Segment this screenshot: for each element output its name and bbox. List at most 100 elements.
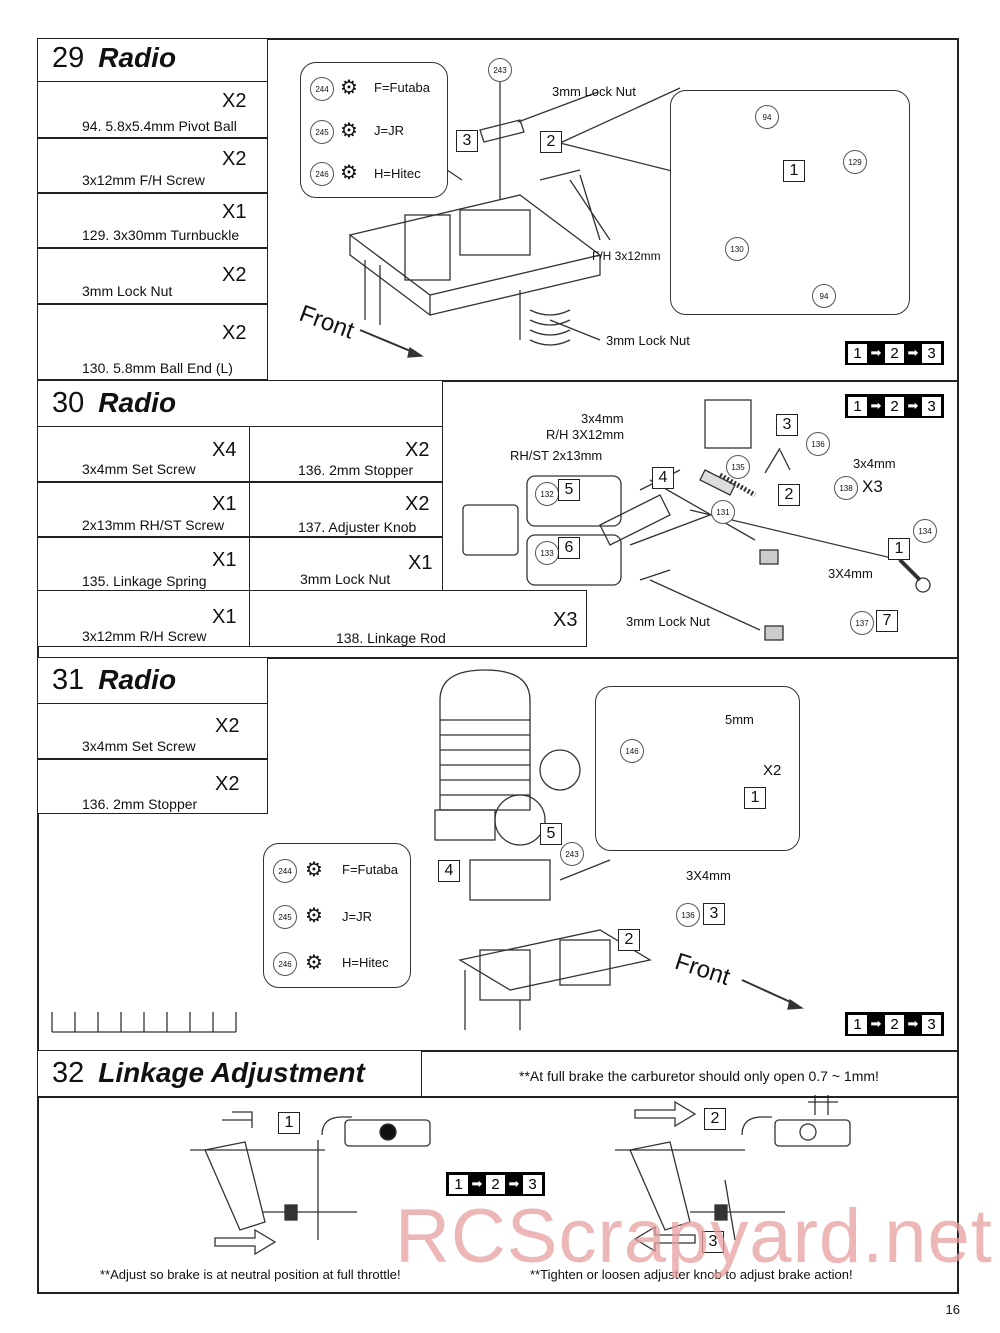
sec31-part-qty: X2 <box>215 715 240 737</box>
sec31-title: 31 Radio <box>52 664 176 697</box>
step-box: 1 <box>278 1112 300 1134</box>
arrow-right-icon: ➡ <box>870 1016 882 1031</box>
sec30-part-qty: X1 <box>212 493 237 515</box>
horn-icon: ⚙ <box>305 905 323 927</box>
step-box: 3 <box>776 414 798 436</box>
sec29-detail-callout <box>670 90 910 315</box>
sec30-part-qty: X2 <box>405 493 430 515</box>
seq-step: 1 <box>449 1174 468 1194</box>
sec29-part-qty: X2 <box>222 264 247 286</box>
sec30-part-label: 136. 2mm Stopper <box>298 462 414 478</box>
ref-circle: 134 <box>913 519 937 543</box>
step-sequence: 1➡ 2➡ 3 <box>446 1172 545 1196</box>
sec29-name: Radio <box>98 42 177 73</box>
step-box: 5 <box>540 823 562 845</box>
step-box: 4 <box>438 860 460 882</box>
divider <box>37 303 268 305</box>
sec30-title-box <box>37 380 443 427</box>
sec31-title-box <box>37 657 268 704</box>
divider <box>37 758 268 760</box>
ref-circle: 136 <box>676 903 700 927</box>
sec29-part-qty: X1 <box>222 201 247 223</box>
sec30-part-qty: X1 <box>212 606 237 628</box>
arrow-right-icon: ➡ <box>508 1176 520 1191</box>
ref-circle: 131 <box>711 500 735 524</box>
step-box: 3 <box>702 1231 724 1253</box>
sec31-part-qty: X2 <box>215 773 240 795</box>
sec31-pliers-callout <box>595 686 800 851</box>
ref-circle: 130 <box>725 237 749 261</box>
seq-step: 3 <box>922 1014 941 1034</box>
callout-rh-screw: R/H 3X12mm <box>546 427 625 442</box>
horn-label: H=Hitec <box>374 166 421 181</box>
arrow-right-icon: ➡ <box>907 398 919 413</box>
ref-circle: 243 <box>560 842 584 866</box>
seq-step: 2 <box>486 1174 505 1194</box>
ref-circle: 246 <box>273 952 297 976</box>
callout-setscrew: 3x4mm <box>853 456 896 471</box>
seq-step: 3 <box>922 396 941 416</box>
callout-lock-nut: 3mm Lock Nut <box>626 614 710 629</box>
sec29-part-label: 130. 5.8mm Ball End (L) <box>82 360 233 376</box>
arrow-right-icon: ➡ <box>907 345 919 360</box>
arrow-right-icon: ➡ <box>870 398 882 413</box>
sec30-name: Radio <box>98 387 177 418</box>
sec32-name: Linkage Adjustment <box>98 1057 365 1088</box>
ref-circle: 246 <box>310 162 334 186</box>
callout-bend: 5mm <box>725 712 754 727</box>
sec30-parts-panel <box>37 426 443 591</box>
sec30-part-label: 3x12mm R/H Screw <box>82 628 207 644</box>
seq-step: 1 <box>848 343 867 363</box>
watermark: RCScrapyard.net <box>395 1194 993 1279</box>
callout-rhst-screw: RH/ST 2x13mm <box>510 448 603 463</box>
step-sequence: 1➡ 2➡ 3 <box>845 1012 944 1036</box>
divider <box>37 1096 959 1098</box>
seq-step: 2 <box>885 343 904 363</box>
horn-icon: ⚙ <box>340 120 358 142</box>
divider <box>37 481 443 483</box>
horn-icon: ⚙ <box>340 162 358 184</box>
step-box: 2 <box>704 1108 726 1130</box>
sec30-part-label: 3mm Lock Nut <box>300 571 391 587</box>
sec30-parts-rod <box>37 590 587 647</box>
note-neutral: **Adjust so brake is at neutral position… <box>100 1267 401 1282</box>
seq-step: 2 <box>885 396 904 416</box>
seq-step: 3 <box>523 1174 542 1194</box>
divider <box>37 192 268 194</box>
sec30-part-qty: X4 <box>212 439 237 461</box>
ref-circle: 132 <box>535 482 559 506</box>
sec30-part-qty: X3 <box>553 609 578 631</box>
sec30-part-label: 2x13mm RH/ST Screw <box>82 517 225 533</box>
seq-step: 1 <box>848 1014 867 1034</box>
seq-step: 2 <box>885 1014 904 1034</box>
ref-circle: 138 <box>834 476 858 500</box>
horn-label: J=JR <box>342 909 372 924</box>
sec30-number: 30 <box>52 387 85 419</box>
sec31-part-label: 136. 2mm Stopper <box>82 796 198 812</box>
ref-circle: 129 <box>843 150 867 174</box>
section-divider <box>37 657 959 659</box>
sec30-part-label: 137. Adjuster Knob <box>298 519 417 535</box>
sec30-title: 30 Radio <box>52 387 176 420</box>
step-sequence: 1➡ 2➡ 3 <box>845 341 944 365</box>
arrow-right-icon: ➡ <box>471 1176 483 1191</box>
callout-fh-screw: F/H 3x12mm <box>592 249 661 263</box>
step-box: 2 <box>778 484 800 506</box>
callout-setscrew: 3X4mm <box>686 868 731 883</box>
arrow-right-icon: ➡ <box>907 1016 919 1031</box>
step-box: 2 <box>618 929 640 951</box>
sec31-part-label: 3x4mm Set Screw <box>82 738 196 754</box>
sec29-part-label: 94. 5.8x5.4mm Pivot Ball <box>82 118 237 134</box>
divider <box>37 247 268 249</box>
callout-setscrew: 3X4mm <box>828 566 873 581</box>
sec29-part-label: 3mm Lock Nut <box>82 283 173 299</box>
sec30-part-qty: X1 <box>212 549 237 571</box>
ref-circle: 244 <box>273 859 297 883</box>
sec29-part-label: 129. 3x30mm Turnbuckle <box>82 227 240 243</box>
step-box: 1 <box>744 787 766 809</box>
horn-icon: ⚙ <box>340 77 358 99</box>
horn-label: H=Hitec <box>342 955 389 970</box>
ref-circle: 133 <box>535 541 559 565</box>
ref-circle: 146 <box>620 739 644 763</box>
